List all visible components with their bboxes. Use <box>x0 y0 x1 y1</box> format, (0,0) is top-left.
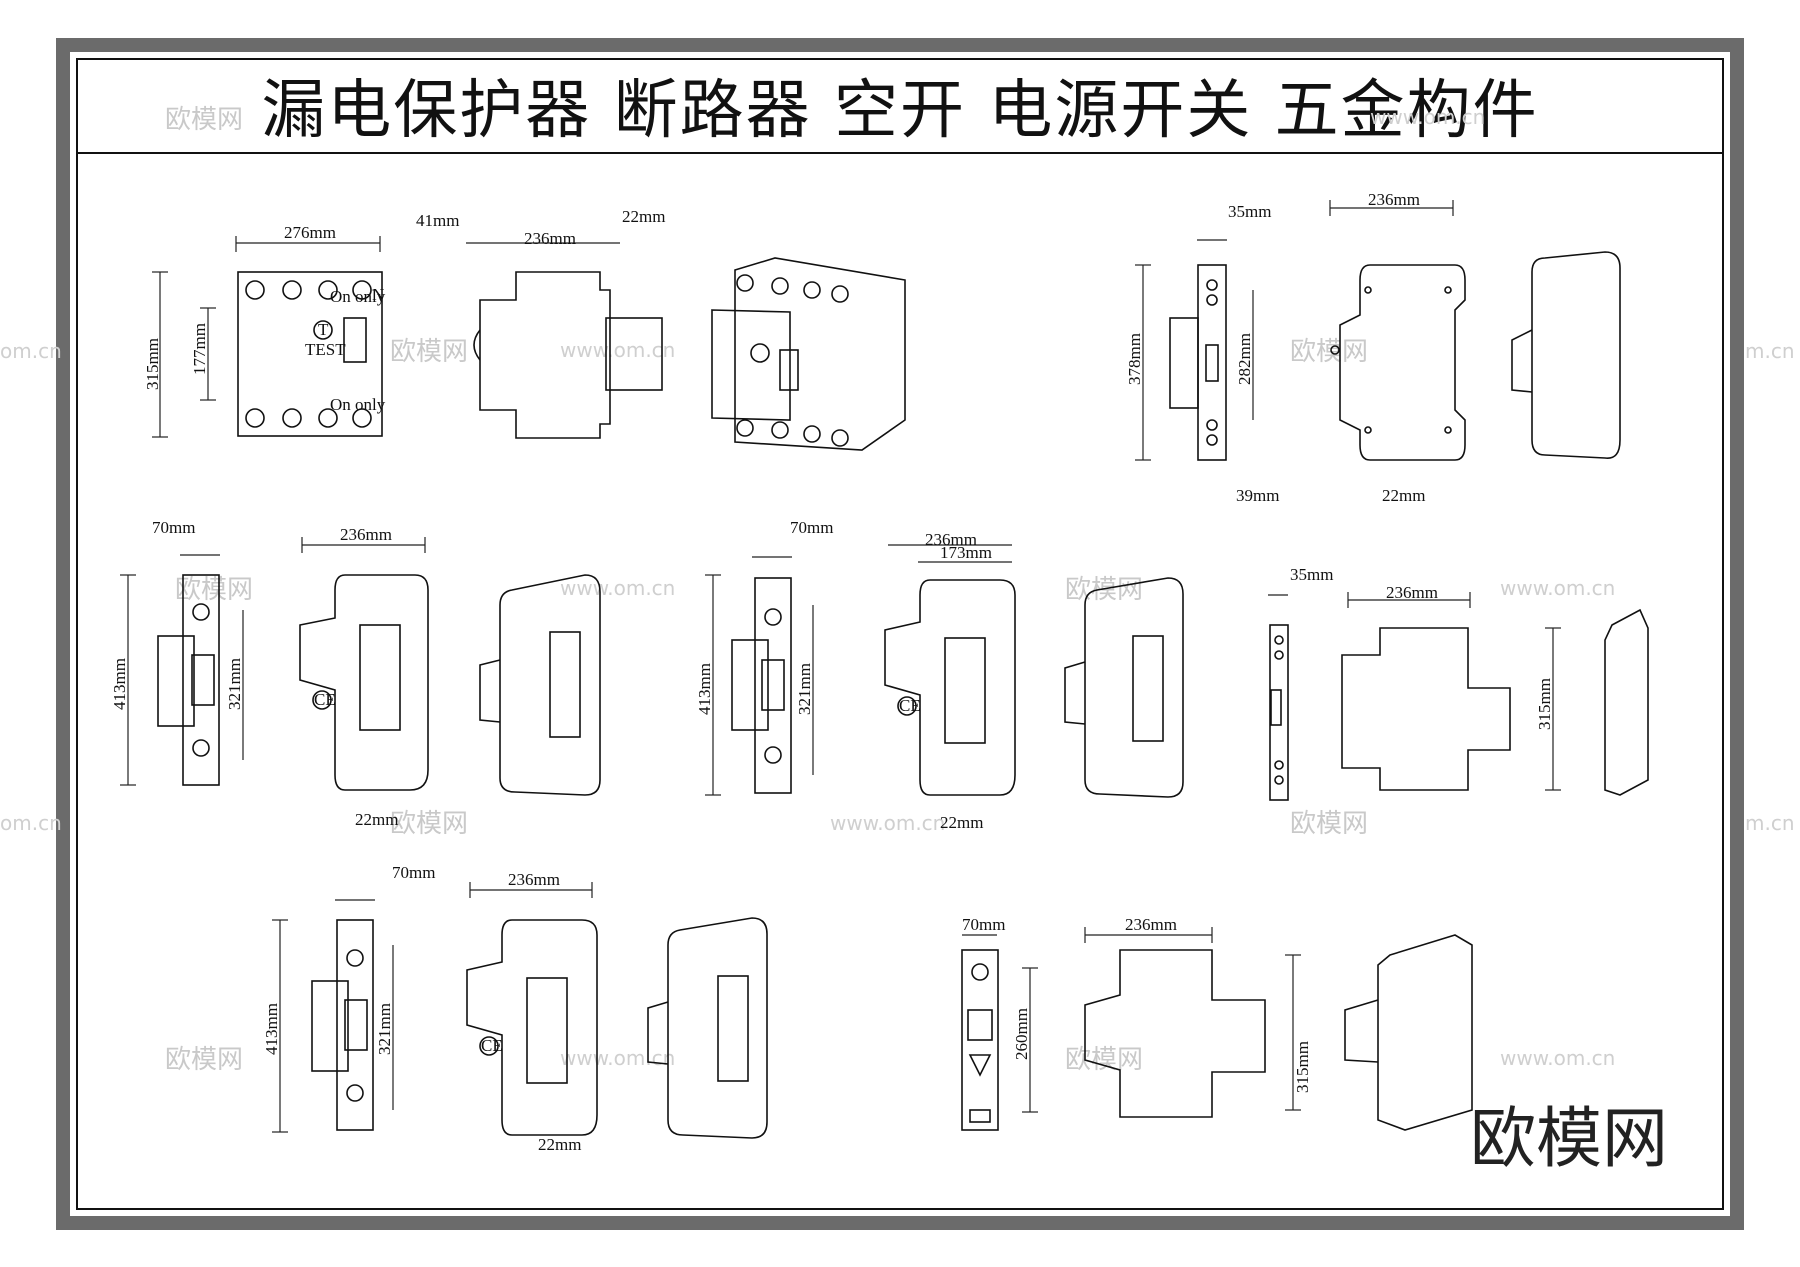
watermark-layer: 欧模网 www.om.cn 欧模网 www.om.cn 欧模网 om.cn m.… <box>0 105 1795 1075</box>
watermark-brand: 欧模网 <box>1065 575 1143 605</box>
mcb-front: 70mm 260mm <box>961 915 1038 1131</box>
dim-label: 236mm <box>1368 190 1420 209</box>
breaker-a-front: 70mm 413mm 321mm 22mm <box>110 518 398 829</box>
watermark-brand: 欧模网 <box>390 809 468 839</box>
aux-contact-front: 35mm <box>1268 565 1333 801</box>
watermark-site: www.om.cn <box>1500 1046 1615 1070</box>
breaker-a-side: 236mm CE <box>299 525 429 791</box>
watermark-partial: m.cn <box>1745 339 1795 363</box>
dim-label: 315mm <box>143 338 162 390</box>
slim-breaker-front: 35mm 378mm 282mm 39mm <box>1125 202 1279 505</box>
dim-label: 22mm <box>940 813 983 832</box>
dim-label: 177mm <box>190 323 209 375</box>
dim-label: 315mm <box>1293 1041 1312 1093</box>
mcb-iso <box>1344 934 1473 1131</box>
breaker-a-iso <box>479 574 601 796</box>
watermark-brand: 欧模网 <box>1065 1045 1143 1075</box>
slim-breaker-side: 236mm 22mm <box>1329 190 1466 505</box>
dim-label: 315mm <box>1535 678 1554 730</box>
dim-label: 41mm <box>416 211 459 230</box>
dim-label: 39mm <box>1236 486 1279 505</box>
watermark-site: www.om.cn <box>560 1046 675 1070</box>
test-button-circle <box>313 320 333 340</box>
title-band: 漏电保护器 断路器 空开 电源开关 五金构件 <box>76 58 1724 154</box>
watermark-site: www.om.cn <box>560 576 675 600</box>
rcd-iso-view <box>711 257 906 451</box>
dim-label: 413mm <box>695 663 714 715</box>
dim-label: 70mm <box>790 518 833 537</box>
watermark-site: www.om.cn <box>1500 576 1615 600</box>
rcd-side-view: 41mm 236mm 22mm <box>416 207 665 439</box>
dim-label: 413mm <box>262 1003 281 1055</box>
on-only-label: On only <box>330 395 386 414</box>
dim-label: 22mm <box>622 207 665 226</box>
watermark-brand: 欧模网 <box>1290 337 1368 367</box>
dim-label: 236mm <box>340 525 392 544</box>
breaker-c-side: 236mm CE <box>466 870 598 1136</box>
n-label: N <box>372 285 384 304</box>
dim-label: 413mm <box>110 658 129 710</box>
dim-label: 236mm <box>524 229 576 248</box>
watermark-partial: m.cn <box>1745 811 1795 835</box>
dim-label: 321mm <box>795 663 814 715</box>
dim-label: 276mm <box>284 223 336 242</box>
breaker-c-iso <box>647 917 768 1139</box>
watermark-brand: 欧模网 <box>165 105 243 135</box>
watermark-partial: om.cn <box>0 339 62 363</box>
test-label: TEST <box>305 340 346 359</box>
aux-contact-side: 236mm 315mm <box>1341 583 1561 791</box>
terminal-screw-row-top <box>245 280 372 300</box>
page-title: 漏电保护器 断路器 空开 电源开关 五金构件 <box>261 74 1539 148</box>
aux-contact-iso <box>1604 608 1649 796</box>
watermark-brand: 欧模网 <box>175 575 253 605</box>
dim-label: 378mm <box>1125 333 1144 385</box>
ce-mark <box>312 690 332 710</box>
ce-label: CE <box>314 690 336 709</box>
ce-label: CE <box>899 696 921 715</box>
breaker-b-front: 70mm 413mm 321mm 22mm <box>695 518 983 832</box>
brand-logo: 欧模网 <box>1470 1100 1668 1177</box>
slim-breaker-iso <box>1511 251 1621 459</box>
drawing-sheet <box>76 58 1724 1210</box>
dim-label: 173mm <box>940 543 992 562</box>
dim-label: 35mm <box>1290 565 1333 584</box>
watermark-site: www.om.cn <box>830 811 945 835</box>
dim-label: 321mm <box>225 658 244 710</box>
dim-label: 70mm <box>392 863 435 882</box>
dim-label: 321mm <box>375 1003 394 1055</box>
dim-label: 22mm <box>538 1135 581 1154</box>
on-only-label: On only <box>330 287 386 306</box>
toggle-lever <box>343 317 367 363</box>
dim-label: 236mm <box>1125 915 1177 934</box>
dim-label: 236mm <box>925 530 977 549</box>
dim-label: 70mm <box>152 518 195 537</box>
breaker-b-iso <box>1064 577 1184 798</box>
dim-label: 282mm <box>1235 333 1254 385</box>
watermark-brand: 欧模网 <box>165 1045 243 1075</box>
dim-label: 70mm <box>962 915 1005 934</box>
mcb-side: 236mm 315mm <box>1084 915 1312 1118</box>
watermark-site: www.om.cn <box>560 338 675 362</box>
watermark-site: www.om.cn <box>1370 105 1485 129</box>
dim-label: 22mm <box>355 810 398 829</box>
rcd-front-view: 276mm 315mm 177mm T TEST On only On only… <box>143 223 386 438</box>
terminal-screw-row-bottom <box>245 408 372 428</box>
dim-label: 236mm <box>1386 583 1438 602</box>
watermark-brand: 欧模网 <box>390 337 468 367</box>
ce-label: CE <box>481 1036 503 1055</box>
dim-label: 236mm <box>508 870 560 889</box>
dim-label: 35mm <box>1228 202 1271 221</box>
dim-label: 22mm <box>1382 486 1425 505</box>
dim-label: 260mm <box>1012 1008 1031 1060</box>
test-button-letter: T <box>318 320 329 339</box>
breaker-c-front: 70mm 413mm 321mm 22mm <box>262 863 581 1154</box>
watermark-partial: om.cn <box>0 811 62 835</box>
watermark-brand: 欧模网 <box>1290 809 1368 839</box>
breaker-b-side: 236mm 173mm CE <box>884 530 1016 796</box>
